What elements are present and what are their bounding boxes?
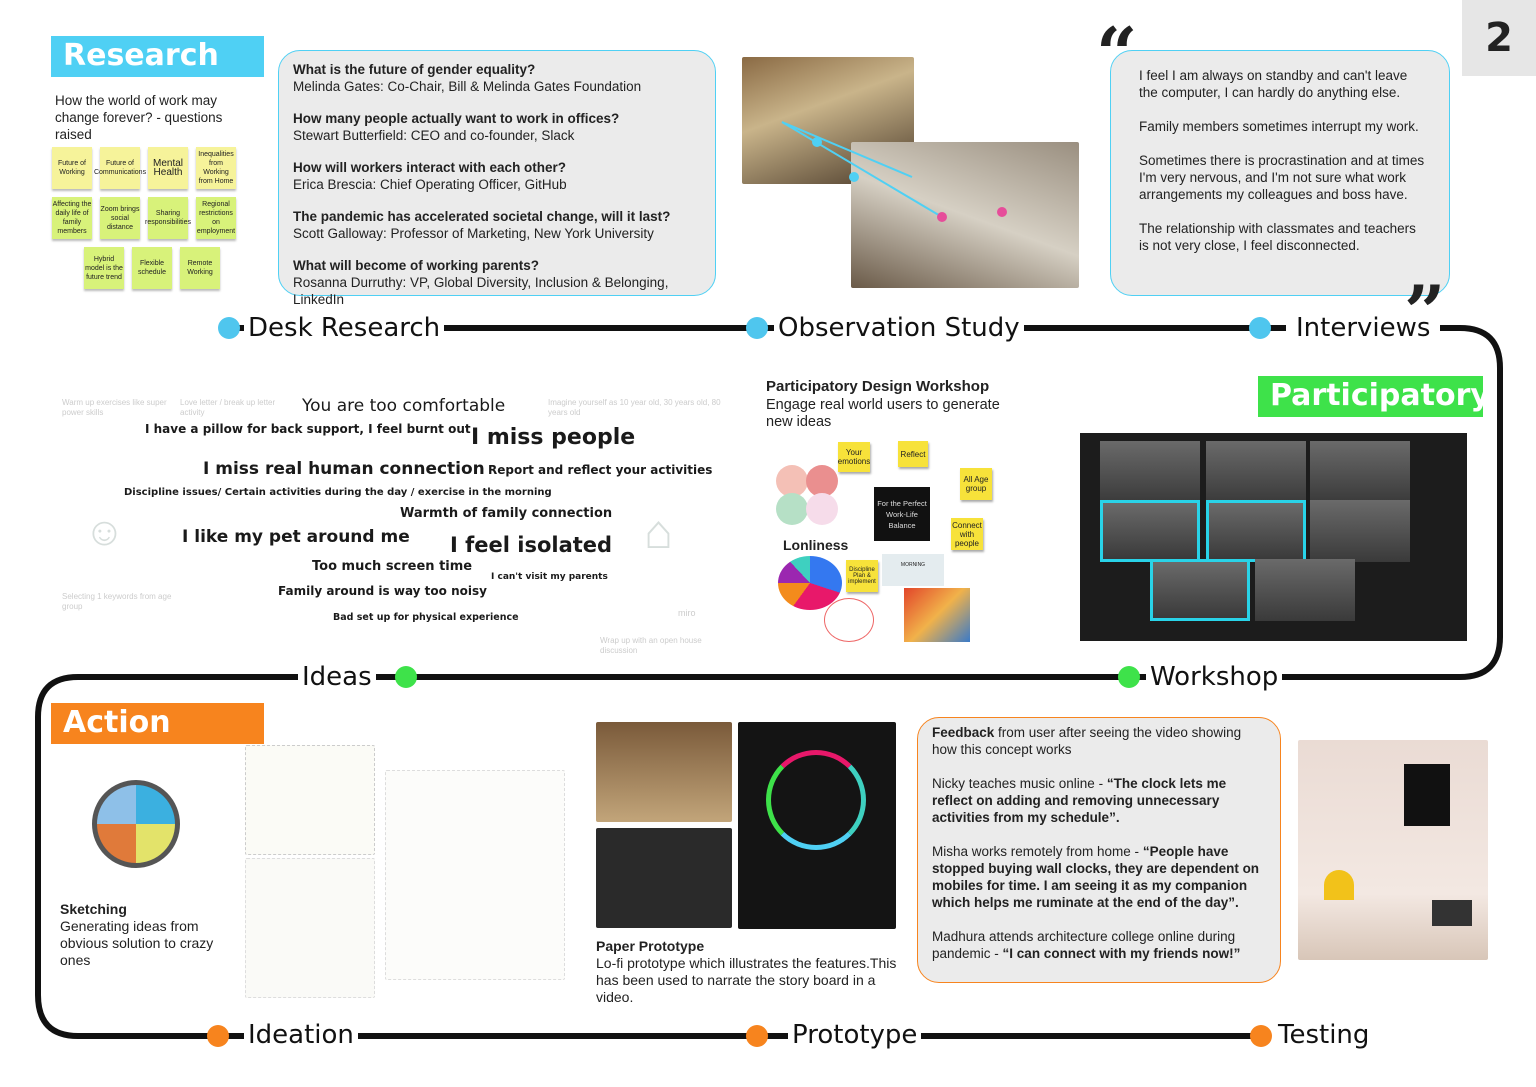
sticky-note: Hybrid model is the future trend <box>84 247 124 289</box>
workshop-note: Reflect <box>898 441 928 467</box>
section-participatory: Participatory <box>1258 376 1490 417</box>
question-item: How will workers interact with each othe… <box>293 160 567 192</box>
house-icon: ⌂ <box>644 506 673 559</box>
idea-phrase: I miss people <box>471 425 636 450</box>
question-item: How many people actually want to work in… <box>293 111 620 143</box>
timeline-dot <box>746 1025 768 1047</box>
clock-illustration <box>92 780 180 868</box>
close-quote-mark: ” <box>1404 269 1446 354</box>
loneliness-pie <box>778 556 842 610</box>
timeline-dot <box>1118 666 1140 688</box>
paper-prototype-title: Paper Prototype <box>596 938 705 954</box>
stage-prototype: Prototype <box>788 1020 922 1050</box>
sticky-note: Affecting the daily life of family membe… <box>52 197 92 239</box>
open-quote-mark: “ <box>1096 11 1138 96</box>
workshop-note: Discipline Plan & implement <box>846 560 878 592</box>
stage-ideas: Ideas <box>298 662 376 692</box>
timeline-dot <box>395 666 417 688</box>
idea-phrase: Warmth of family connection <box>400 506 613 521</box>
timeline-dot <box>1249 317 1271 339</box>
question-item: What is the future of gender equality?Me… <box>293 62 642 94</box>
idea-phrase: Family around is way too noisy <box>278 584 487 598</box>
idea-phrase: Report and reflect your activities <box>488 463 713 477</box>
sticky-note: Future of Communications <box>94 147 146 189</box>
research-intro: How the world of work may change forever… <box>55 93 223 142</box>
interview-quote: Sometimes there is procrastination and a… <box>1139 153 1425 202</box>
idea-phrase: Discipline issues/ Certain activities du… <box>124 487 552 498</box>
idea-phrase: Too much screen time <box>312 559 473 574</box>
workshop-note: All Age group <box>960 468 992 500</box>
people-icon: ☺ <box>84 510 125 554</box>
miro-watermark: miro <box>678 608 696 618</box>
feedback-item: Madhura attends architecture college onl… <box>932 929 1241 961</box>
faint-activity: Warm up exercises like super power skill… <box>62 398 167 417</box>
zoom-call-screenshot <box>1080 433 1467 641</box>
interview-quotes-box: I feel I am always on standby and can't … <box>1110 50 1450 296</box>
sticky-note: Sharing responsibilities <box>145 197 191 239</box>
feedback-intro: Feedback from user after seeing the vide… <box>932 725 1242 757</box>
prototype-photo-board <box>596 828 732 928</box>
sketch-drawing-mirror <box>245 745 375 855</box>
center-card: For the Perfect Work-Life Balance <box>874 487 930 541</box>
research-questions-box: What is the future of gender equality?Me… <box>278 50 716 307</box>
section-research: Research <box>51 36 264 77</box>
interview-quote: Family members sometimes interrupt my wo… <box>1139 119 1419 134</box>
page-number: 2 <box>1462 0 1536 76</box>
idea-phrase: I have a pillow for back support, I feel… <box>145 422 471 436</box>
faint-activity: Imagine yourself as 10 year old, 30 year… <box>548 398 721 417</box>
sketching-title: Sketching <box>60 901 127 917</box>
sticky-note: Regional restrictions on employment <box>196 197 236 239</box>
sticky-note: Flexible schedule <box>132 247 172 289</box>
interview-quote: The relationship with classmates and tea… <box>1139 221 1416 253</box>
prototype-photo-clock <box>738 722 896 929</box>
sticky-note: Future of Working <box>52 147 92 189</box>
stage-interviews: Interviews <box>1286 313 1441 343</box>
sketching-desc: Generating ideas from obvious solution t… <box>60 918 214 968</box>
morning-photo: MORNING <box>882 554 944 586</box>
idea-phrase: I like my pet around me <box>182 527 410 547</box>
prototype-photo-laptop <box>596 722 732 822</box>
paper-prototype-desc: Lo-fi prototype which illustrates the fe… <box>596 955 897 1005</box>
workshop-subtitle: Engage real world users to generate new … <box>766 397 1000 430</box>
feedback-item: Nicky teaches music online - “The clock … <box>932 776 1227 825</box>
faint-activity: Selecting 1 keywords from age group <box>62 592 172 611</box>
workshop-note: Your emotions <box>838 442 870 472</box>
testing-photo <box>1298 740 1488 960</box>
faint-activity: Love letter / break up letter activity <box>180 398 276 417</box>
sketch-drawing-ideas <box>385 770 565 980</box>
interview-quote: I feel I am always on standby and can't … <box>1139 68 1408 100</box>
clock-sketch <box>824 598 874 642</box>
idea-phrase: I feel isolated <box>450 533 613 557</box>
idea-phrase: I miss real human connection <box>203 459 485 479</box>
timeline-dot <box>1250 1025 1272 1047</box>
question-item: The pandemic has accelerated societal ch… <box>293 209 671 241</box>
idea-phrase: You are too comfortable <box>302 396 506 416</box>
section-action: Action <box>51 703 264 744</box>
timeline-dot <box>746 317 768 339</box>
timeline-dot <box>218 317 240 339</box>
venn-diagram <box>776 465 846 525</box>
stage-ideation: Ideation <box>244 1020 358 1050</box>
timeline-dot <box>207 1025 229 1047</box>
feedback-box: Feedback from user after seeing the vide… <box>917 717 1281 983</box>
feedback-item: Misha works remotely from home - “People… <box>932 844 1260 910</box>
loneliness-label: Lonliness <box>783 537 849 553</box>
workshop-title: Participatory Design Workshop <box>766 378 990 395</box>
observation-annotations <box>781 121 1007 222</box>
stage-desk-research: Desk Research <box>244 313 445 343</box>
stage-workshop: Workshop <box>1146 662 1283 692</box>
sticky-note: Mental Health <box>148 147 188 189</box>
question-item: What will become of working parents?Rosa… <box>293 258 669 307</box>
workshop-note: Connect with people <box>951 518 983 550</box>
stage-observation-study: Observation Study <box>774 313 1024 343</box>
sketch-drawing-clock <box>245 858 375 998</box>
toy-photo <box>904 588 970 642</box>
sticky-note: Remote Working <box>180 247 220 289</box>
sticky-note: Zoom brings social distance <box>100 197 140 239</box>
idea-phrase: I can't visit my parents <box>491 572 608 582</box>
idea-phrase: Bad set up for physical experience <box>333 612 519 623</box>
sticky-note: Inequalities from Working from Home <box>196 147 236 189</box>
faint-activity: Wrap up with an open house discussion <box>600 636 702 655</box>
stage-testing: Testing <box>1274 1020 1374 1050</box>
